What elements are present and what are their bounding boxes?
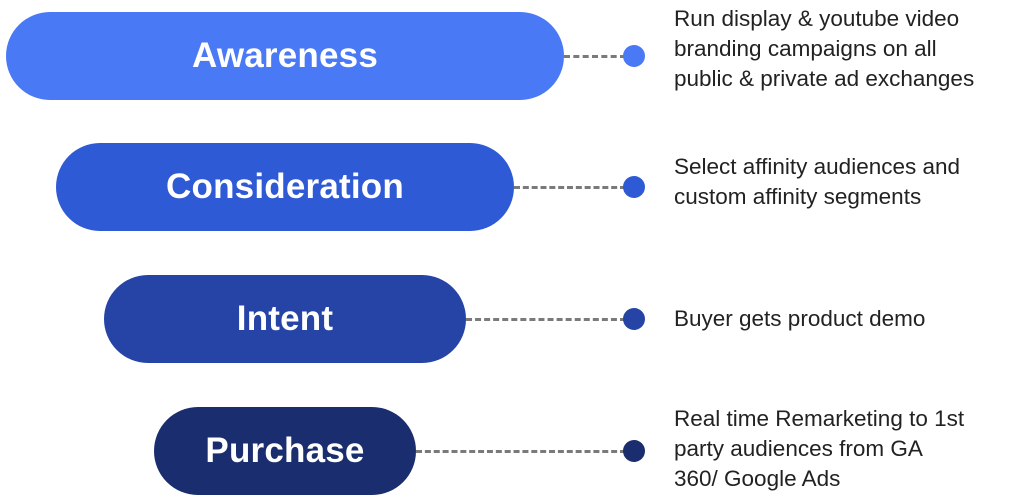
description-line: Buyer gets product demo	[674, 306, 926, 331]
stage-description-awareness: Run display & youtube video branding cam…	[674, 4, 1014, 94]
stage-label: Awareness	[192, 36, 378, 75]
connector-dot	[623, 176, 645, 198]
stage-description-purchase: Real time Remarketing to 1st party audie…	[674, 404, 1014, 494]
stage-label: Intent	[236, 299, 334, 338]
description-line: Select affinity audiences and	[674, 154, 961, 179]
connector-dot	[623, 308, 645, 330]
stage-label: Consideration	[166, 167, 404, 206]
funnel-stage-awareness: Awareness	[0, 12, 1024, 100]
stage-pill-purchase: Purchase	[154, 407, 416, 495]
stage-pill-consideration: Consideration	[56, 143, 514, 231]
stage-label: Purchase	[205, 431, 365, 470]
description-line: branding campaigns on all	[674, 36, 937, 61]
funnel-stage-consideration: Consideration	[0, 143, 1024, 231]
description-line: Real time Remarketing to 1st	[674, 406, 965, 431]
connector-line	[514, 186, 626, 189]
funnel-stage-purchase: Purchase	[0, 407, 1024, 495]
description-line: public & private ad exchanges	[674, 66, 975, 91]
description-line: Run display & youtube video	[674, 6, 960, 31]
connector-line	[466, 318, 626, 321]
connector-line	[416, 450, 626, 453]
description-line: 360/ Google Ads	[674, 466, 841, 491]
stage-pill-intent: Intent	[104, 275, 466, 363]
description-line: custom affinity segments	[674, 184, 922, 209]
connector-dot	[623, 440, 645, 462]
stage-description-intent: Buyer gets product demo	[674, 304, 1014, 334]
connector-dot	[623, 45, 645, 67]
connector-line	[564, 55, 626, 58]
stage-description-consideration: Select affinity audiences and custom aff…	[674, 152, 1014, 212]
description-line: party audiences from GA	[674, 436, 923, 461]
funnel-stage-intent: Intent	[0, 275, 1024, 363]
stage-pill-awareness: Awareness	[6, 12, 564, 100]
